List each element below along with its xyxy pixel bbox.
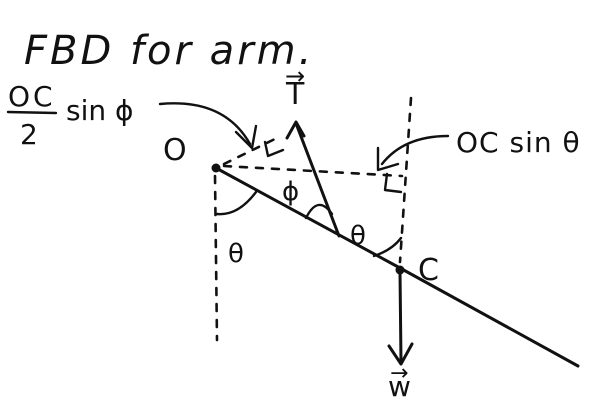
tension-arrowhead — [285, 120, 306, 140]
tension-vector-arrow: → — [285, 62, 305, 90]
right-angle-mark-t — [263, 140, 285, 158]
moment-arm-w-pointer-head — [376, 146, 400, 172]
moment-arm-t-pointer — [158, 102, 252, 146]
moment-arm-t-denominator: 2 — [20, 118, 38, 151]
angle-theta-c-label: θ — [350, 221, 366, 251]
perpendicular-to-t — [222, 134, 283, 166]
point-c-label: C — [418, 253, 439, 288]
weight-vector-arrow: → — [390, 361, 408, 386]
vertical-reference-o — [213, 174, 219, 342]
moment-arm-w-pointer — [380, 134, 450, 166]
angle-theta-o-label: θ — [228, 239, 244, 269]
weight-line — [398, 270, 403, 364]
moment-arm-t-sin: sin ϕ — [66, 94, 133, 127]
diagram-title: FBD for arm. — [24, 28, 314, 74]
weight-label: w — [388, 370, 411, 403]
moment-arm-t-numerator: OC — [8, 80, 56, 113]
moment-arm-t-pointer-head — [234, 124, 258, 150]
angle-arc-theta-o — [215, 190, 258, 216]
moment-arm-t-fraction-bar — [6, 110, 58, 115]
moment-arm-w-label: OC sin θ — [456, 126, 581, 159]
tension-line — [295, 124, 341, 238]
angle-arc-theta-c — [372, 236, 403, 258]
horizontal-moment-arm-w — [222, 164, 404, 178]
point-o-label: O — [163, 133, 187, 168]
angle-phi-label: ϕ — [282, 177, 299, 207]
angle-arc-phi — [304, 203, 334, 220]
tension-label: T — [285, 77, 305, 112]
point-o-dot — [211, 163, 221, 173]
weight-arrowhead — [387, 342, 414, 366]
vertical-reference-c — [398, 96, 413, 264]
point-c-dot — [395, 265, 405, 275]
right-angle-mark-c — [383, 172, 403, 194]
